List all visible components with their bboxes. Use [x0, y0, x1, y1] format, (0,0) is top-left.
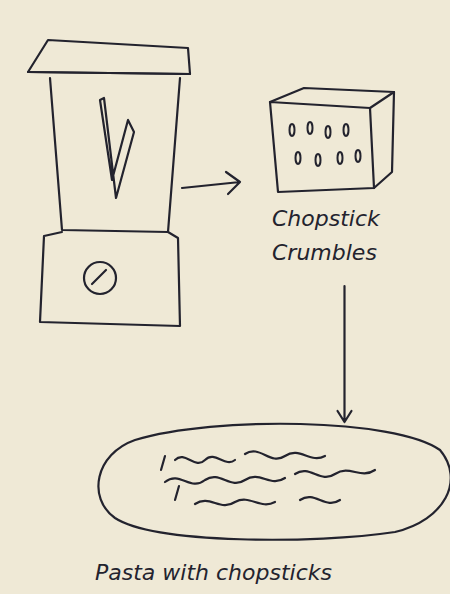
blender-base — [40, 232, 180, 326]
plate-outline — [98, 424, 450, 540]
container-top — [270, 88, 394, 108]
crumble — [308, 122, 313, 134]
plate-node: Pasta with chopsticks — [95, 420, 450, 592]
crumble — [326, 126, 331, 138]
container-shape — [262, 80, 412, 202]
node-label: Pasta with chopsticks — [95, 556, 450, 590]
pasta — [175, 457, 235, 463]
crumble — [316, 154, 321, 166]
pasta — [245, 451, 325, 458]
pasta — [300, 497, 340, 503]
blender-lid-rim — [28, 72, 190, 74]
plate-shape — [95, 420, 450, 556]
blender-knob-mark — [92, 270, 106, 284]
pasta — [195, 500, 275, 505]
container-front — [270, 102, 374, 192]
crumble — [296, 152, 301, 164]
blender-lid — [28, 40, 190, 74]
crumble — [338, 152, 343, 164]
pasta — [295, 470, 375, 477]
container-node: Chopstick Crumbles — [262, 80, 412, 282]
node-label: Chopstick Crumbles — [272, 202, 412, 270]
chopstick-bits — [161, 456, 179, 500]
container-side — [374, 92, 394, 188]
blender-blades — [100, 98, 134, 198]
flow-arrow — [338, 286, 352, 422]
process-arrow — [182, 172, 240, 194]
crumble — [290, 124, 295, 136]
crumble — [344, 124, 349, 136]
blender-jar — [50, 78, 180, 232]
blender-knob — [84, 262, 116, 294]
pasta — [165, 477, 285, 484]
crumble — [356, 150, 361, 162]
